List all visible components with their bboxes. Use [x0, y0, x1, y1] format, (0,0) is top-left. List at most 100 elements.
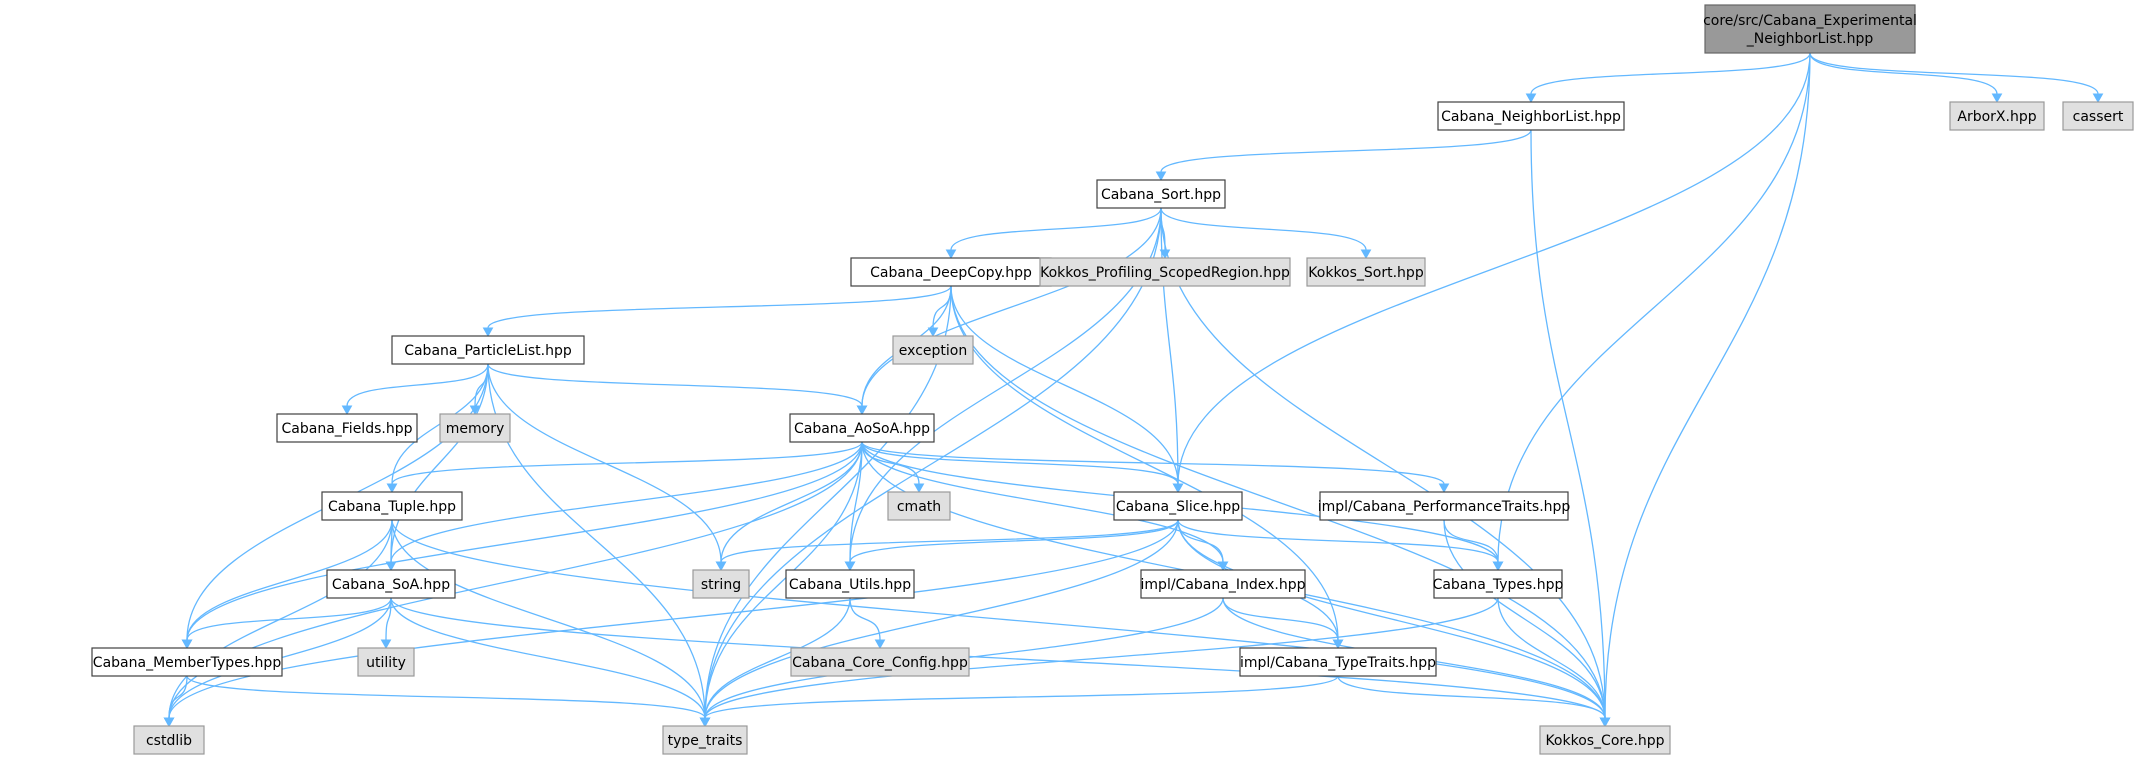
node-label: impl/Cabana_TypeTraits.hpp — [1240, 655, 1436, 671]
node-root: core/src/Cabana_Experimental_NeighborLis… — [1703, 4, 1917, 54]
arrowhead-icon — [715, 561, 727, 572]
node-label: type_traits — [668, 733, 743, 749]
edge-line — [1160, 207, 1367, 251]
edge-root-to-neighborlist — [1525, 52, 1811, 104]
node-index[interactable]: impl/Cabana_Index.hpp — [1140, 569, 1306, 599]
node-tuple[interactable]: Cabana_Tuple.hpp — [321, 491, 463, 521]
edge-line — [391, 441, 863, 485]
node-kokkoscore: Kokkos_Core.hpp — [1539, 725, 1671, 755]
node-slice[interactable]: Cabana_Slice.hpp — [1113, 491, 1243, 521]
node-label: Kokkos_Sort.hpp — [1308, 265, 1424, 281]
node-box — [850, 257, 1052, 287]
node-perftraits[interactable]: impl/Cabana_PerformanceTraits.hpp — [1318, 491, 1571, 521]
arrowhead-icon — [927, 327, 939, 338]
node-utility: utility — [357, 647, 415, 677]
node-box — [439, 413, 511, 443]
node-label: cassert — [2073, 109, 2124, 125]
arrowhead-icon — [874, 639, 886, 650]
node-label: impl/Cabana_PerformanceTraits.hpp — [1318, 499, 1571, 515]
node-types[interactable]: Cabana_Types.hpp — [1433, 569, 1564, 599]
edge-root-to-cassert — [1809, 52, 2104, 104]
node-box — [1319, 491, 1569, 521]
edge-deepcopy-to-particlelist — [482, 285, 952, 338]
node-box — [321, 491, 463, 521]
edge-line — [1222, 597, 1339, 641]
node-label: Cabana_DeepCopy.hpp — [870, 265, 1032, 281]
edge-line — [186, 519, 393, 641]
node-soa[interactable]: Cabana_SoA.hpp — [326, 569, 456, 599]
edge-aosoa-to-perftraits — [861, 441, 1450, 494]
node-label: Cabana_MemberTypes.hpp — [93, 655, 282, 671]
node-fields[interactable]: Cabana_Fields.hpp — [276, 413, 418, 443]
edge-slice-to-cstdlib — [163, 519, 1179, 728]
node-coreconfig: Cabana_Core_Config.hpp — [790, 647, 970, 677]
node-label: cstdlib — [146, 733, 192, 749]
node-box — [1433, 569, 1563, 599]
node-deepcopy[interactable]: Cabana_DeepCopy.hpp — [850, 257, 1052, 287]
arrowhead-icon — [856, 405, 868, 416]
edge-aosoa-to-string — [715, 441, 863, 572]
node-particlelist[interactable]: Cabana_ParticleList.hpp — [391, 335, 585, 365]
edge-typetraits_impl-to-type_traits — [699, 675, 1339, 728]
node-box — [276, 413, 418, 443]
edge-line — [704, 441, 863, 719]
node-aosoa[interactable]: Cabana_AoSoA.hpp — [789, 413, 935, 443]
node-box — [1113, 491, 1243, 521]
node-label: utility — [366, 655, 406, 671]
arrowhead-icon — [1991, 93, 2003, 104]
edge-soa-to-type_traits — [390, 597, 711, 728]
edge-aosoa-to-tuple — [386, 441, 863, 494]
node-sort[interactable]: Cabana_Sort.hpp — [1096, 179, 1226, 209]
node-box — [892, 335, 974, 365]
node-utils[interactable]: Cabana_Utils.hpp — [785, 569, 915, 599]
node-box — [887, 491, 951, 521]
edge-line — [1809, 52, 1998, 95]
node-box — [91, 647, 283, 677]
edge-line — [1177, 519, 1499, 563]
edge-layer — [163, 52, 2104, 728]
edge-line — [390, 597, 706, 719]
edge-line — [391, 519, 706, 719]
edge-soa-to-utility — [380, 597, 392, 650]
edge-line — [704, 519, 1179, 719]
node-label: _NeighborList.hpp — [1746, 31, 1874, 47]
node-neighborlist[interactable]: Cabana_NeighborList.hpp — [1437, 101, 1625, 131]
arrowhead-icon — [341, 405, 353, 416]
edge-line — [186, 441, 863, 641]
arrowhead-icon — [482, 327, 494, 338]
edge-line — [168, 519, 1179, 719]
edge-line — [385, 597, 392, 641]
node-typetraits_impl[interactable]: impl/Cabana_TypeTraits.hpp — [1239, 647, 1437, 677]
node-box — [1437, 101, 1625, 131]
arrowhead-icon — [181, 639, 193, 650]
node-label: string — [701, 577, 741, 593]
node-label: exception — [899, 343, 967, 359]
node-box — [391, 335, 585, 365]
edge-slice-to-utils — [844, 519, 1179, 572]
edge-slice-to-string — [715, 519, 1179, 572]
edge-slice-to-kokkoscore — [1177, 519, 1611, 728]
node-box — [1704, 4, 1916, 54]
node-box — [662, 725, 748, 755]
node-scopedregion: Kokkos_Profiling_ScopedRegion.hpp — [1039, 257, 1291, 287]
node-membertypes[interactable]: Cabana_MemberTypes.hpp — [91, 647, 283, 677]
edge-line — [1497, 52, 1811, 563]
edge-line — [1604, 52, 1811, 719]
edge-line — [1809, 52, 2099, 95]
edge-line — [1337, 675, 1606, 719]
node-label: Kokkos_Profiling_ScopedRegion.hpp — [1040, 265, 1290, 281]
node-cstdlib: cstdlib — [133, 725, 205, 755]
node-label: Cabana_Utils.hpp — [789, 577, 911, 593]
node-string: string — [692, 569, 750, 599]
arrowhead-icon — [1492, 561, 1504, 572]
arrowhead-icon — [385, 561, 397, 572]
edge-line — [861, 441, 1445, 485]
edge-line — [950, 285, 1179, 485]
node-arborx: ArborX.hpp — [1949, 101, 2045, 131]
edge-line — [950, 207, 1162, 251]
node-label: Cabana_ParticleList.hpp — [404, 343, 572, 359]
node-label: Cabana_Sort.hpp — [1101, 187, 1221, 203]
edge-line — [186, 597, 392, 641]
edge-line — [1160, 207, 1179, 485]
edge-aosoa-to-utils — [844, 441, 863, 572]
